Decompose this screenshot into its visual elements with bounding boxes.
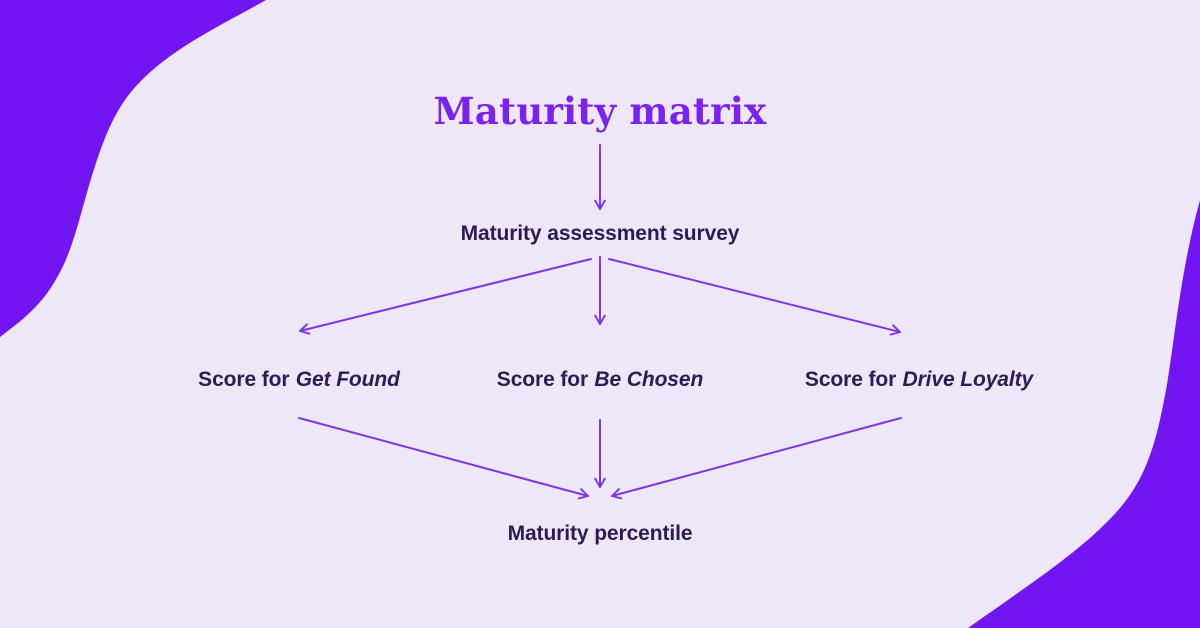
arrow-get-found-to-percentile xyxy=(298,417,589,500)
top-left-blob xyxy=(0,0,266,337)
bottom-right-blob xyxy=(968,200,1200,628)
score-prefix: Score for xyxy=(198,368,290,391)
node-maturity-percentile: Maturity percentile xyxy=(507,522,693,545)
score-product-name: Be Chosen xyxy=(594,368,704,391)
score-prefix: Score for xyxy=(496,368,589,391)
page-title: Maturity matrix xyxy=(433,89,767,133)
arrow-survey-to-drive-loyalty xyxy=(608,258,901,336)
score-product-name: Drive Loyalty xyxy=(902,368,1034,391)
arrow-survey-to-get-found xyxy=(299,258,592,335)
arrow-drive-loyalty-to-percentile xyxy=(611,417,902,500)
score-product-name: Get Found xyxy=(295,368,400,391)
score-prefix: Score for xyxy=(804,368,897,391)
node-maturity-assessment-survey: Maturity assessment survey xyxy=(460,222,740,245)
